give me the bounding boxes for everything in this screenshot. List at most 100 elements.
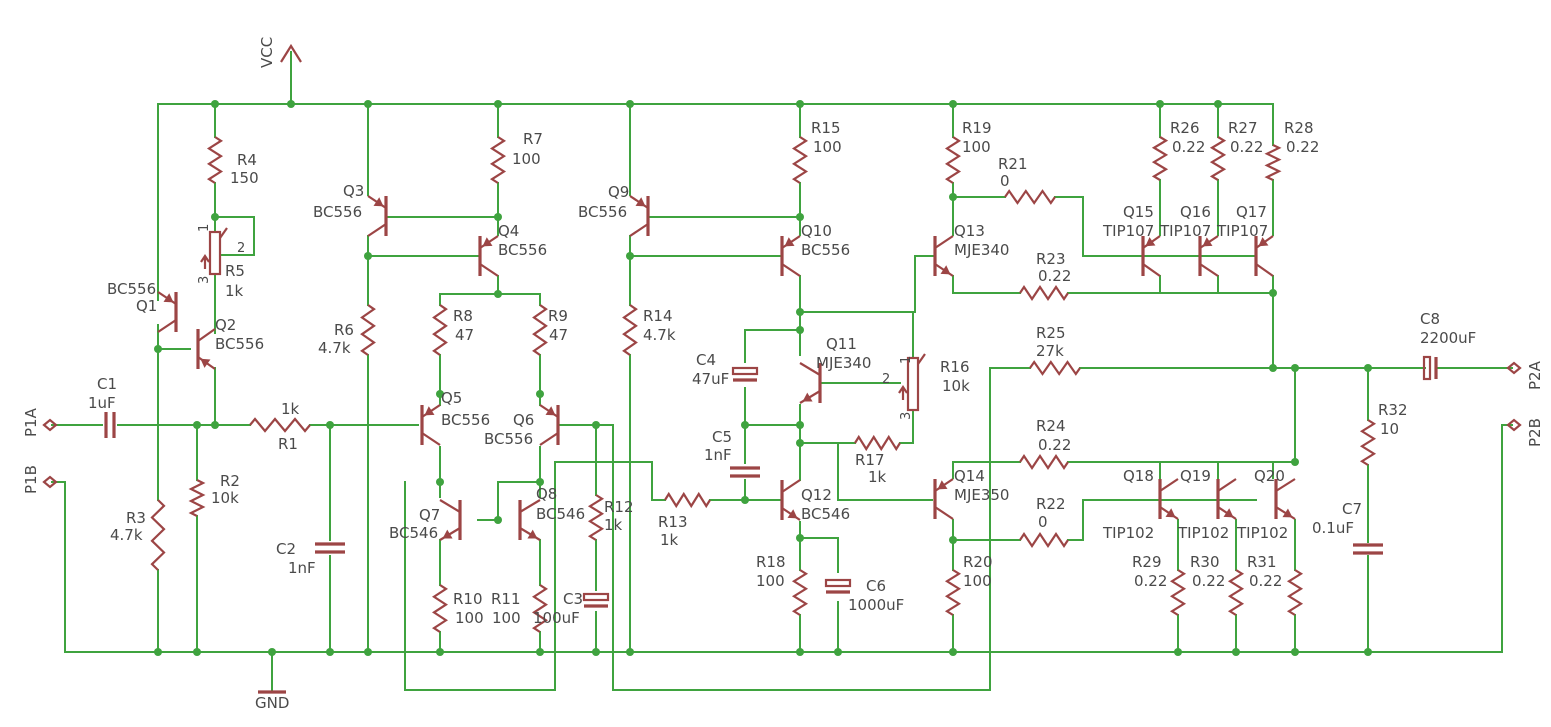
q17-ref: Q17: [1236, 203, 1267, 221]
q1-value: BC556: [107, 280, 156, 298]
transistor-q19: [1216, 478, 1237, 520]
resistor-r2: [188, 479, 206, 517]
r14-ref: R14: [643, 307, 673, 325]
r14-value: 4.7k: [643, 326, 676, 344]
capacitor-c2: [315, 542, 345, 554]
resistor-r7: [489, 136, 507, 184]
svg-text:P1B: P1B: [22, 465, 40, 494]
capacitor-c4: [731, 366, 759, 382]
potentiometer-r16: [898, 353, 926, 412]
c5-ref: C5: [712, 428, 732, 446]
resistor-r31: [1286, 569, 1304, 616]
transistor-q1: [157, 291, 178, 333]
resistor-r14: [622, 304, 638, 356]
r6-ref: R6: [334, 321, 354, 339]
r18-value: 100: [756, 572, 785, 590]
transistor-q11: [799, 362, 822, 404]
transistor-q15: [1141, 235, 1161, 277]
port-p2a[interactable]: P2A: [1506, 360, 1544, 390]
r15-ref: R15: [811, 119, 841, 137]
q16-ref: Q16: [1180, 203, 1211, 221]
c4-value: 47uF: [692, 370, 729, 388]
transistor-q8: [518, 499, 541, 541]
q19-ref: Q19: [1180, 467, 1211, 485]
q12-value: BC546: [801, 505, 850, 523]
capacitor-c6: [824, 578, 852, 594]
r32-value: 10: [1380, 420, 1399, 438]
resistor-r3: [150, 499, 166, 571]
transistor-q3: [367, 195, 388, 237]
q5-value: BC556: [441, 411, 490, 429]
transistor-q20: [1274, 478, 1296, 520]
resistor-r1: [249, 417, 311, 433]
resistor-r26: [1151, 136, 1169, 181]
r21-ref: R21: [998, 155, 1028, 173]
q14-value: MJE350: [954, 486, 1009, 504]
resistor-r21: [1004, 189, 1056, 205]
q12-ref: Q12: [801, 486, 832, 504]
r8-value: 47: [455, 326, 474, 344]
q15-value: TIP107: [1102, 222, 1154, 240]
q15-ref: Q15: [1123, 203, 1154, 221]
transistor-q18: [1158, 478, 1179, 520]
r26-ref: R26: [1170, 119, 1200, 137]
r22-ref: R22: [1036, 495, 1066, 513]
q19-value: TIP102: [1177, 524, 1229, 542]
r10-ref: R10: [453, 590, 483, 608]
q1-ref: Q1: [136, 297, 157, 315]
r16-pin3: 3: [899, 412, 914, 420]
r24-ref: R24: [1036, 417, 1066, 435]
r19-value: 100: [962, 138, 991, 156]
resistor-r25: [1029, 360, 1081, 376]
capacitor-c5: [730, 466, 760, 478]
r2-value: 10k: [211, 489, 239, 507]
q9-ref: Q9: [608, 183, 629, 201]
q10-value: BC556: [801, 241, 850, 259]
port-p1a[interactable]: P1A: [22, 407, 58, 437]
c2-value: 1nF: [288, 559, 316, 577]
transistor-q7: [439, 499, 462, 541]
labels: R1 1k R2 10k R3 4.7k R4 150 R5 1k 1 2 3 …: [88, 119, 1476, 627]
q11-value: MJE340: [816, 354, 871, 372]
r24-value: 0.22: [1038, 436, 1071, 454]
resistor-r27: [1209, 136, 1227, 181]
q10-ref: Q10: [801, 222, 832, 240]
resistor-r22: [1019, 532, 1069, 548]
r27-value: 0.22: [1230, 138, 1263, 156]
q11-ref: Q11: [826, 335, 857, 353]
resistor-r19: [944, 136, 962, 184]
r12-ref: R12: [604, 498, 634, 516]
resistor-r15: [791, 136, 809, 184]
port-p2b[interactable]: P2B: [1506, 418, 1544, 447]
r7-ref: R7: [523, 130, 543, 148]
q20-value: TIP102: [1236, 524, 1288, 542]
q13-value: MJE340: [954, 241, 1009, 259]
r22-value: 0: [1038, 513, 1048, 531]
r3-value: 4.7k: [110, 526, 143, 544]
gnd-symbol: GND: [255, 690, 289, 712]
c1-value: 1uF: [88, 394, 116, 412]
c6-ref: C6: [866, 577, 886, 595]
r17-value: 1k: [868, 468, 887, 486]
c4-ref: C4: [696, 351, 716, 369]
capacitor-c1: [104, 412, 116, 438]
q18-value: TIP102: [1102, 524, 1154, 542]
r11-ref: R11: [491, 590, 521, 608]
r17-ref: R17: [855, 451, 885, 469]
r20-value: 100: [963, 572, 992, 590]
r16-value: 10k: [942, 377, 970, 395]
r25-value: 27k: [1036, 342, 1064, 360]
r15-value: 100: [813, 138, 842, 156]
c2-ref: C2: [276, 540, 296, 558]
r3-ref: R3: [126, 509, 146, 527]
c3-ref: C3: [563, 590, 583, 608]
q2-ref: Q2: [215, 316, 236, 334]
r6-value: 4.7k: [318, 339, 351, 357]
r9-value: 47: [549, 326, 568, 344]
r30-ref: R30: [1190, 553, 1220, 571]
capacitor-c8: [1422, 355, 1438, 381]
r2-ref: R2: [220, 472, 240, 490]
port-p1b[interactable]: P1B: [22, 465, 58, 494]
resistor-r28: [1264, 144, 1282, 181]
